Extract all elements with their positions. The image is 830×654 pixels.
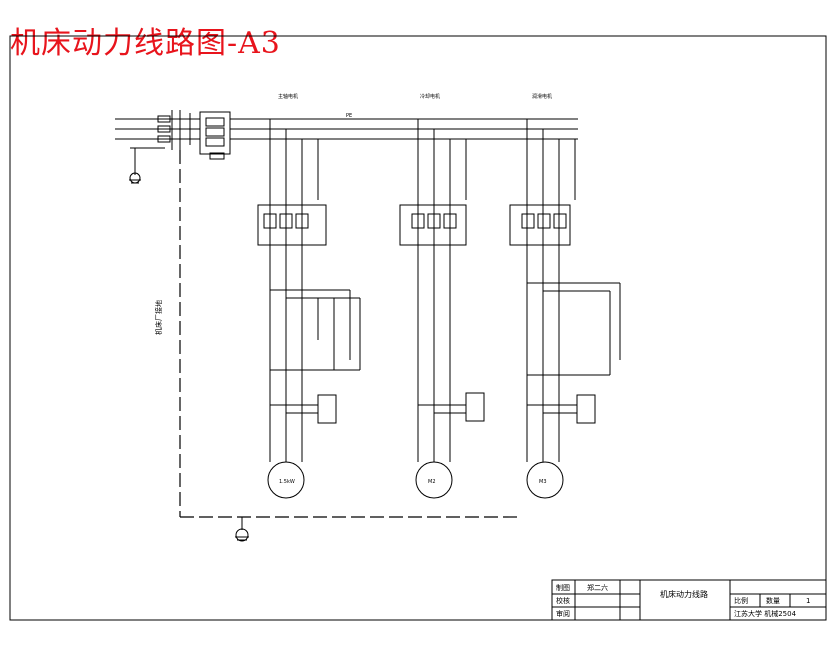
drawing-frame: [9, 35, 827, 621]
title-block: [551, 579, 827, 621]
branch-1-header: 主轴电机: [278, 93, 298, 100]
tb-qty-label: 数量: [766, 596, 780, 605]
tb-qty-value: 1: [806, 597, 810, 605]
motor-2: M2: [415, 461, 453, 499]
motor-2-label: M2: [428, 479, 436, 485]
ground-icon: [129, 172, 141, 184]
bus-pe-label: PE: [346, 113, 352, 119]
ground-icon: [235, 517, 249, 542]
tb-drawing-name: 机床动力线路: [660, 589, 708, 599]
incoming-supply: [115, 110, 191, 175]
branch-1: [257, 119, 361, 462]
branch-3: [509, 119, 621, 462]
branch-3-header: 润滑电机: [532, 93, 552, 100]
main-switch: [199, 111, 231, 160]
tb-scale-label: 比例: [734, 596, 748, 605]
motor-3-label: M3: [539, 479, 547, 485]
tb-designer-label: 制图: [556, 583, 570, 592]
drawing-title: 机床动力线路图-A3: [10, 26, 281, 61]
tb-school: 江苏大学 机械2504: [734, 609, 797, 618]
bus-bars: [190, 118, 578, 140]
motor-1: 1.5kW: [267, 461, 305, 499]
branch-2-header: 冷却电机: [420, 93, 440, 100]
pe-line-label: 机床厂接地: [154, 300, 163, 335]
branch-2: [399, 119, 485, 462]
pe-line: [179, 150, 520, 518]
tb-designer-name: 郑二六: [587, 583, 608, 592]
motor-1-label: 1.5kW: [279, 479, 295, 485]
tb-reviewer-label: 审阅: [556, 609, 570, 618]
tb-checker-label: 校核: [556, 596, 570, 605]
motor-3: M3: [526, 461, 564, 499]
